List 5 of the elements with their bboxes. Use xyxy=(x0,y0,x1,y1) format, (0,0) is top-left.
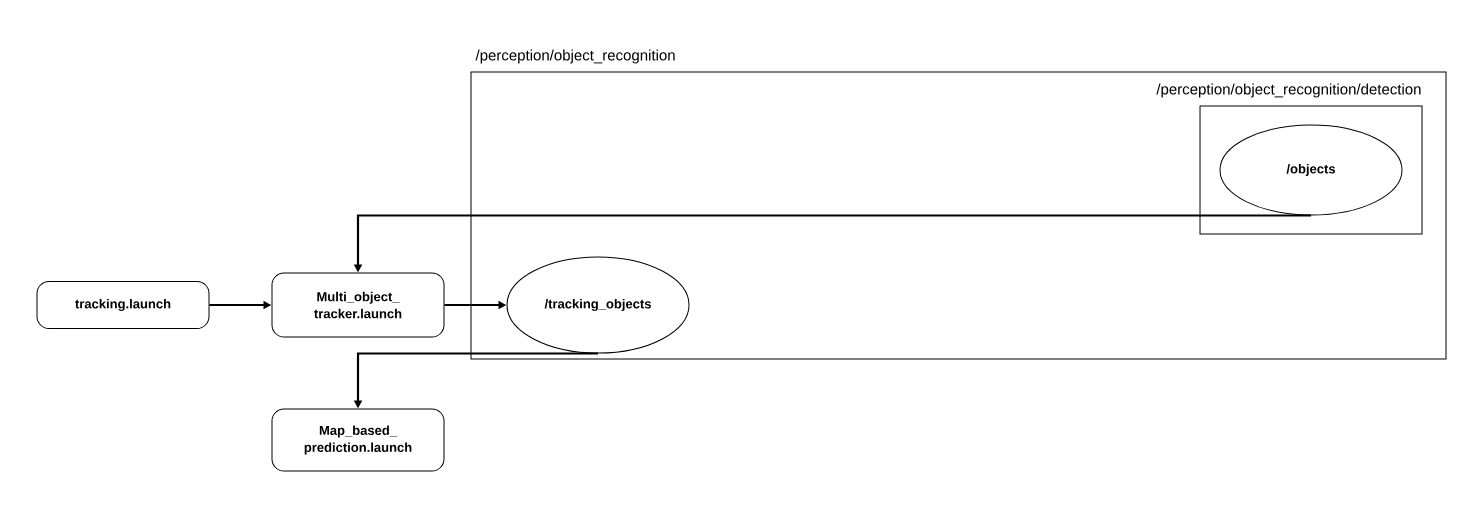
launch-box: Map_based_ prediction.launch xyxy=(271,408,445,472)
launch-box: tracking.launch xyxy=(36,281,210,329)
launch-box: Multi_object_ tracker.launch xyxy=(271,272,445,338)
group-heading: /perception/object_recognition xyxy=(475,49,675,64)
group-heading: /perception/object_recognition/detection xyxy=(1156,83,1421,98)
